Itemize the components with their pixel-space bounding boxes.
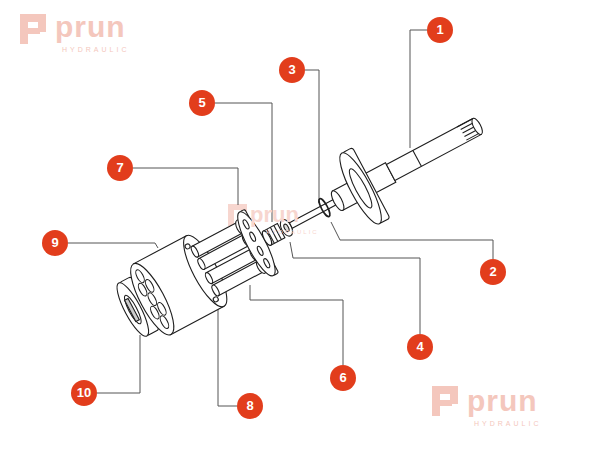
watermark-text: HYDRAULIC <box>62 46 129 54</box>
drive-shaft <box>315 89 499 237</box>
callout-number: 10 <box>71 380 97 406</box>
callout-number: 4 <box>407 334 433 360</box>
callout-number: 8 <box>237 393 263 419</box>
watermark-text: prun <box>250 204 299 226</box>
watermark-text: HYDRAULIC <box>266 229 319 236</box>
watermark-text: HYDRAULIC <box>474 420 541 428</box>
snap-ring <box>317 197 332 217</box>
callout-number: 1 <box>427 17 453 43</box>
watermark-logo <box>20 14 458 416</box>
callout-number: 9 <box>42 230 68 256</box>
leader-lines <box>68 30 493 406</box>
rotating-group <box>107 89 499 348</box>
callout-number: 2 <box>480 259 506 285</box>
callout-number: 7 <box>107 155 133 181</box>
callout-number: 6 <box>330 365 356 391</box>
watermark-text: prun <box>55 12 126 42</box>
watermark-text: prun <box>467 386 538 416</box>
callout-number: 5 <box>189 90 215 116</box>
callout-number: 3 <box>279 57 305 83</box>
